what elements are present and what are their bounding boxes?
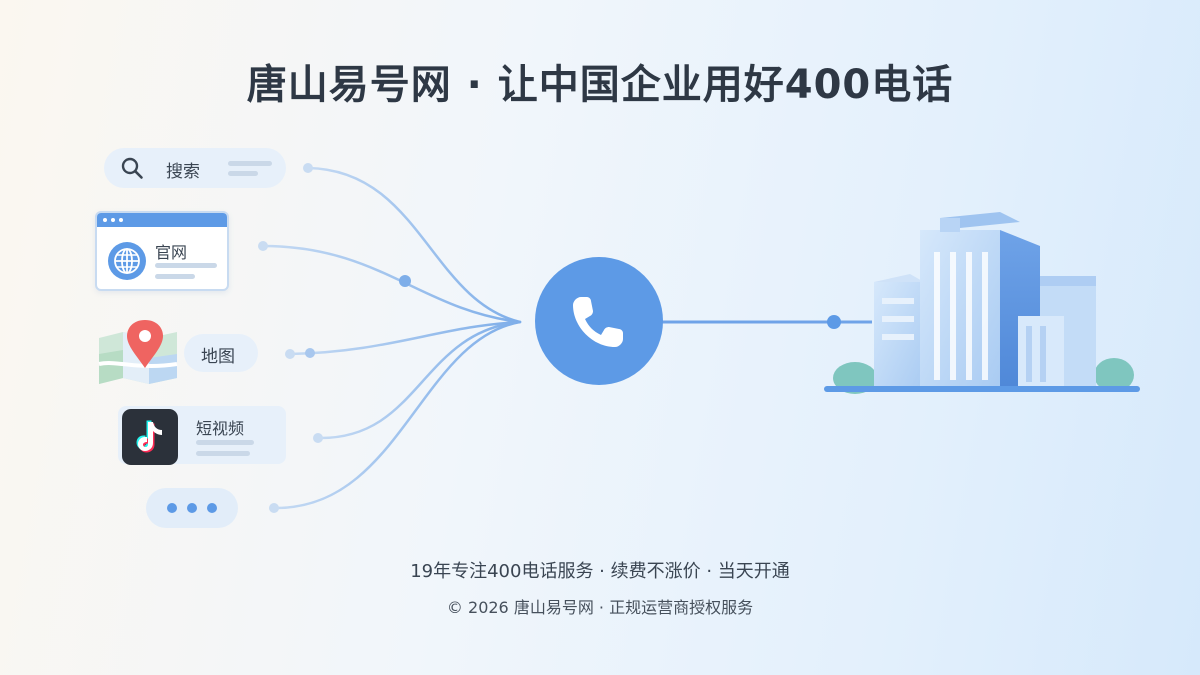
footer-tagline: 19年专注400电话服务 · 续费不涨价 · 当天开通 [410, 561, 790, 582]
office-building-icon [824, 212, 1140, 394]
hub-connector-node [827, 315, 841, 329]
text-placeholder-bar [196, 440, 254, 445]
globe-icon [108, 242, 146, 280]
tiktok-icon [122, 409, 178, 465]
line-website [261, 244, 522, 324]
line-video [316, 320, 522, 440]
page-title: 唐山易号网 · 让中国企业用好400电话 [246, 62, 954, 108]
channel-map: 地图 [184, 334, 258, 372]
channel-website: 官网 [95, 211, 229, 291]
channel-search-label: 搜索 [166, 162, 200, 182]
channel-map-label: 地图 [201, 347, 235, 367]
channel-website-label: 官网 [155, 243, 188, 262]
text-placeholder-bar [228, 161, 272, 166]
search-icon [121, 157, 143, 179]
phone-hub [535, 257, 663, 385]
line-endpoints [258, 163, 411, 513]
footer-copyright: © 2026 唐山易号网 · 正规运营商授权服务 [446, 598, 754, 617]
phone-icon [573, 297, 623, 347]
map-pin-icon [98, 320, 178, 384]
line-more [272, 320, 522, 510]
text-placeholder-bar [196, 451, 250, 456]
channel-short-video-label: 短视频 [196, 419, 245, 438]
text-placeholder-bar [155, 263, 217, 268]
line-map [288, 320, 522, 356]
browser-topbar [97, 213, 227, 227]
more-dots-icon [146, 488, 238, 528]
channel-short-video: 短视频 [118, 406, 286, 465]
text-placeholder-bar [228, 171, 258, 176]
text-placeholder-bar [155, 274, 195, 279]
channel-search: 搜索 [104, 148, 286, 188]
connection-lines [261, 166, 522, 510]
line-search [306, 166, 522, 324]
